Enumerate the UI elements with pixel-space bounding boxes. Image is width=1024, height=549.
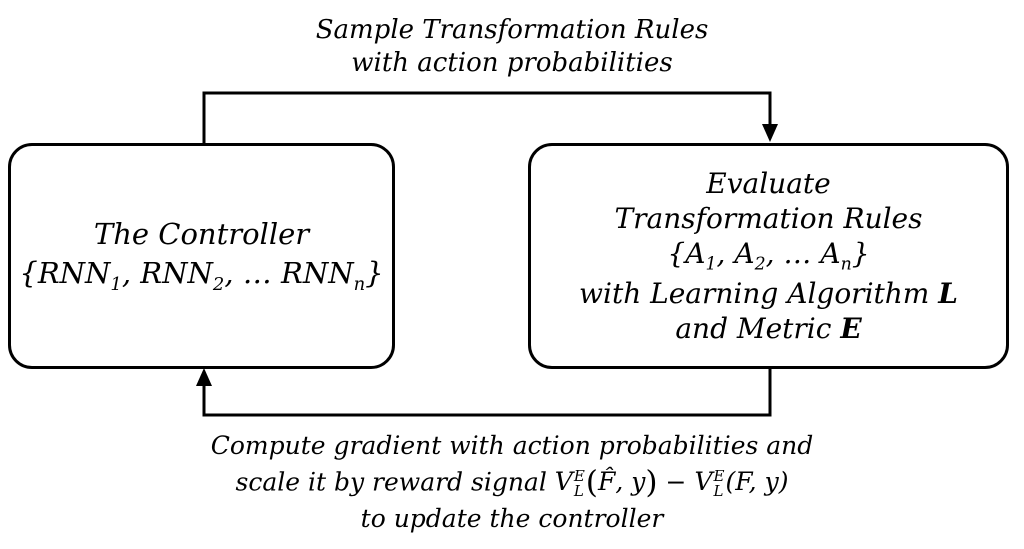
evaluate-line4: with Learning Algorithm L [579, 277, 958, 311]
gradient-caption: Compute gradient with action probabiliti… [130, 430, 894, 536]
evaluate-rules-set: {A1, A2, … An} [667, 236, 870, 275]
gradient-caption-line3: to update the controller [360, 504, 664, 534]
sample-rules-caption: Sample Transformation Rules with action … [250, 14, 774, 79]
rnn-n: RNNn [280, 256, 366, 295]
evaluate-line5: and Metric E [675, 312, 862, 346]
evaluate-line1: Evaluate [706, 166, 831, 200]
feedback-arrow [202, 369, 772, 417]
rnn-1: RNN1 [37, 256, 122, 295]
gradient-caption-line1: Compute gradient with action probabiliti… [210, 431, 814, 460]
controller-title: The Controller [93, 216, 310, 251]
sample-arrow [202, 91, 772, 143]
evaluate-line2: Transformation Rules [614, 201, 923, 235]
sample-arrowhead [762, 124, 778, 142]
sample-caption-line2: with action probabilities [351, 47, 673, 78]
feedback-arrowhead [196, 368, 212, 386]
metric-symbol: E [840, 312, 862, 346]
controller-box: The Controller {RNN1, RNN2, … RNNn} [8, 143, 395, 369]
rnn-2: RNN2 [140, 256, 225, 295]
rule-2: A2 [734, 236, 766, 275]
set-open-brace: { [19, 256, 38, 291]
rule-n: An [820, 236, 852, 275]
set-close-brace: } [365, 256, 384, 291]
sample-caption-line1: Sample Transformation Rules [315, 15, 709, 45]
algorithm-symbol: L [938, 277, 958, 311]
evaluate-box: Evaluate Transformation Rules {A1, A2, …… [528, 143, 1009, 369]
rule-1: A1 [685, 236, 717, 275]
controller-rnn-set: {RNN1, RNN2, … RNNn} [19, 256, 384, 295]
